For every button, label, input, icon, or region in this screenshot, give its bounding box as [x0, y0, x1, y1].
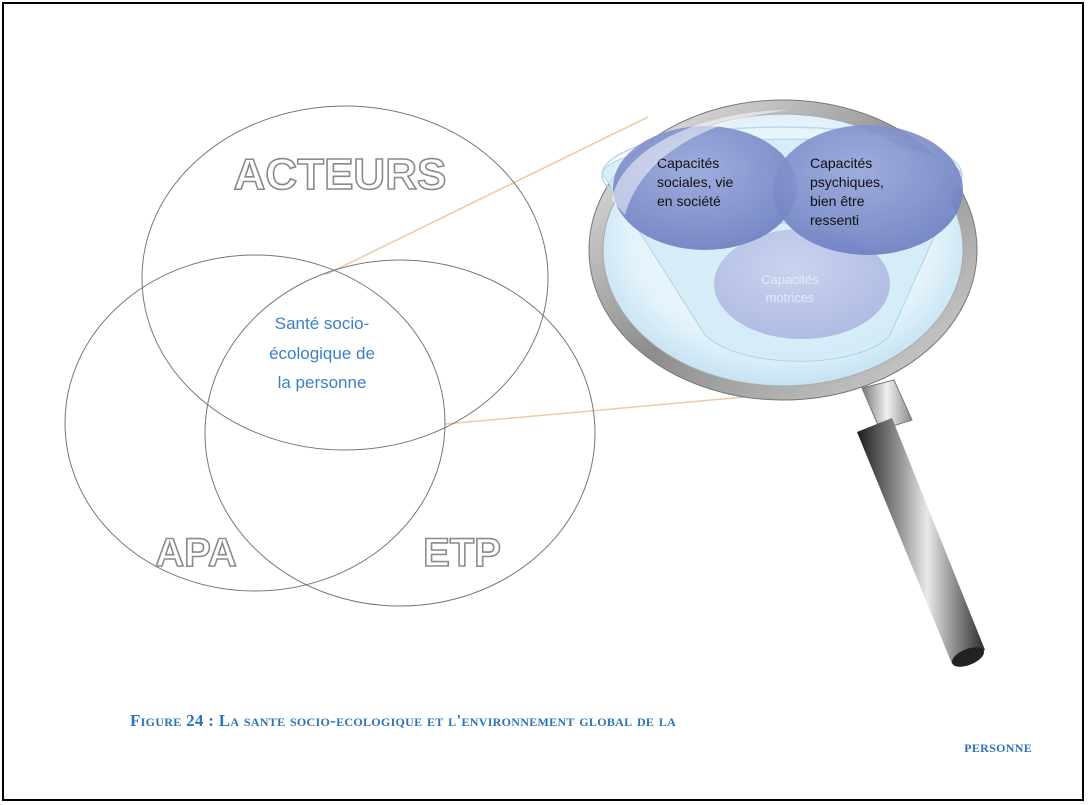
- bubble-text: sociales, vie: [657, 174, 733, 190]
- bubble-text: psychiques,: [810, 174, 884, 190]
- center-text-line: Santé socio-: [275, 314, 370, 333]
- bubble-text: ressenti: [810, 212, 859, 228]
- label-acteurs: ACTEURS: [234, 150, 447, 199]
- bubble-text: Capacités: [761, 272, 819, 287]
- magnifier-handle: [857, 379, 985, 667]
- zoom-line-top: [324, 116, 649, 276]
- venn-circle-acteurs: [141, 105, 549, 451]
- bubble-psychiques: Capacités psychiques, bien être ressenti: [773, 125, 963, 255]
- bubble-sociales: Capacités sociales, vie en société: [613, 126, 797, 250]
- bubble-motrices: Capacités motrices: [714, 229, 890, 339]
- bubble-text: Capacités: [810, 155, 872, 171]
- bubble-text: Capacités: [657, 155, 719, 171]
- bubble-text: motrices: [765, 290, 815, 305]
- venn-circle-etp: [204, 259, 596, 607]
- lens-glare: [612, 110, 790, 215]
- caption-line-1: Figure 24 : La sante socio-ecologique et…: [130, 711, 677, 730]
- center-text-line: écologique de: [269, 344, 375, 363]
- bubble-text: bien être: [810, 193, 865, 209]
- center-text: Santé socio- écologique de la personne: [269, 314, 375, 392]
- label-apa: APA: [155, 531, 236, 575]
- bubble-text: en société: [657, 193, 721, 209]
- figure-caption: Figure 24 : La sante socio-ecologique et…: [130, 708, 1032, 760]
- center-text-line: la personne: [278, 373, 367, 392]
- caption-line-2: personne: [964, 737, 1032, 756]
- label-etp: ETP: [423, 531, 501, 575]
- venn-circle-apa: [64, 254, 446, 592]
